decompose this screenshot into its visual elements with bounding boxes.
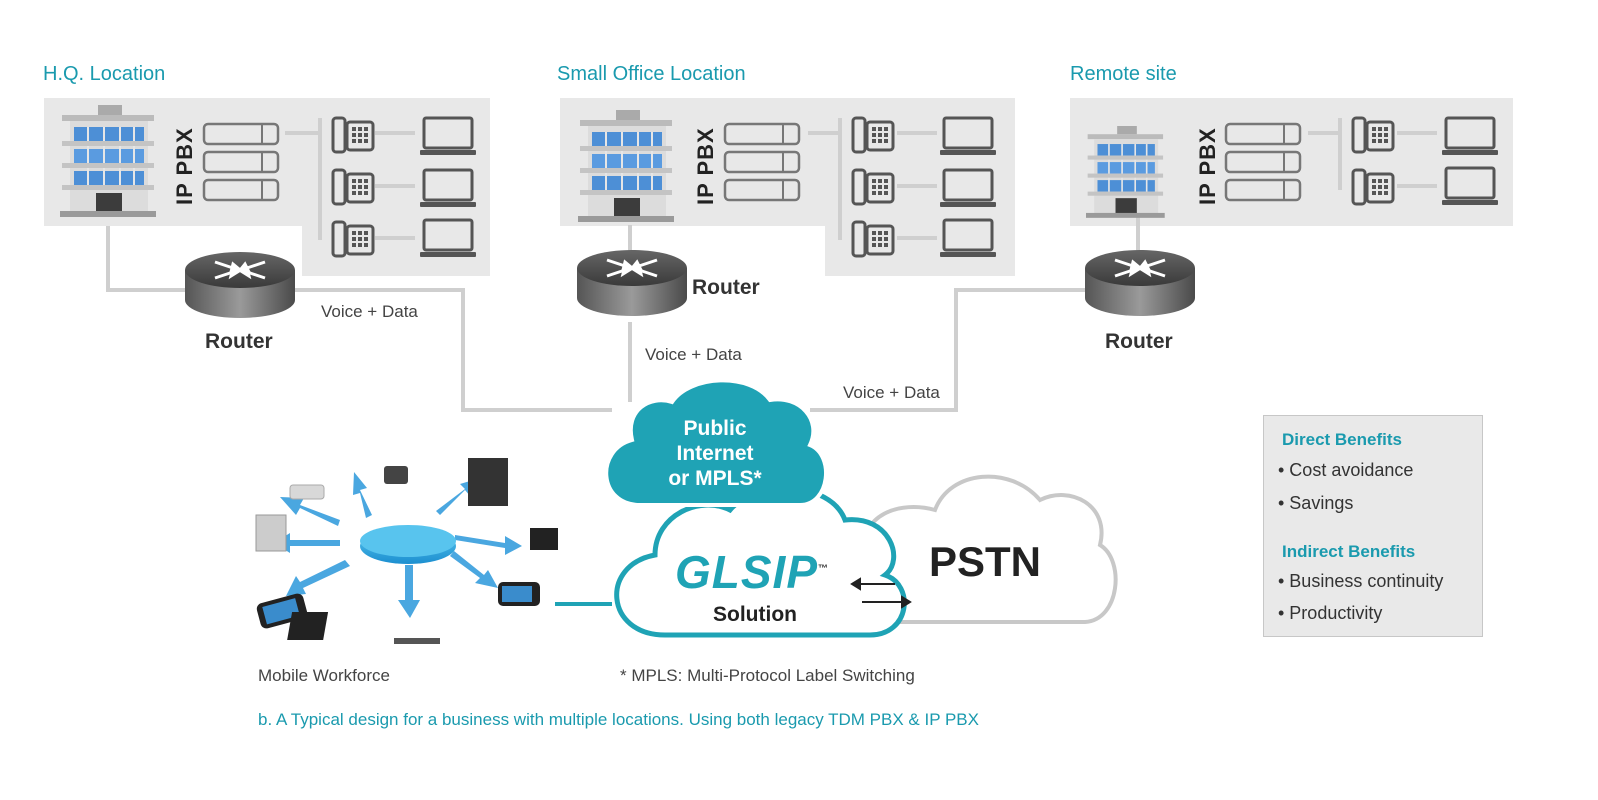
hq-router-label: Router: [205, 330, 273, 353]
figure-caption: b. A Typical design for a business with …: [258, 710, 979, 729]
remote-router-icon: [1083, 248, 1197, 318]
benefit-item: • Productivity: [1278, 603, 1383, 623]
benefit-item: • Business continuity: [1278, 571, 1444, 591]
benefit-item: • Cost avoidance: [1278, 460, 1414, 480]
pstn-label: PSTN: [928, 538, 1041, 585]
camera-icon: [384, 466, 408, 484]
hq-panel: [44, 98, 490, 276]
small-office-location-title: Small Office Location: [557, 63, 746, 85]
remote-building-icon: [1085, 125, 1166, 219]
internet-cloud: [604, 378, 828, 507]
mpls-note: * MPLS: Multi-Protocol Label Switching: [620, 666, 915, 685]
laptop-icon: [287, 612, 329, 640]
hq-pbx-label: IP PBX: [172, 127, 197, 205]
small-office-building-icon: [577, 109, 675, 223]
hq-location-title: H.Q. Location: [43, 63, 166, 85]
exchange-arrows-icon: [850, 577, 912, 609]
hq-building-icon: [59, 104, 157, 218]
remote-site-title: Remote site: [1070, 63, 1177, 85]
small-office-link-label: Voice + Data: [645, 345, 742, 364]
small-office-router-icon: [575, 248, 689, 318]
desktop-tower-icon: [255, 514, 287, 552]
hq-router-icon: [183, 250, 297, 320]
small-office-router-label: Router: [692, 276, 760, 299]
glsip-solution-label: Solution: [713, 603, 797, 626]
server-icon: [468, 458, 508, 506]
hq-link-label: Voice + Data: [321, 302, 418, 321]
benefits-box: Direct Benefits • Cost avoidance • Savin…: [1263, 415, 1483, 637]
monitor-icon: [530, 528, 558, 550]
indirect-benefits-title: Indirect Benefits: [1282, 542, 1416, 561]
mobile-workforce-label: Mobile Workforce: [258, 666, 390, 685]
glsip-logo: GLSIP™: [674, 546, 830, 598]
benefit-item: • Savings: [1278, 493, 1354, 513]
remote-link-label: Voice + Data: [843, 383, 940, 402]
remote-pbx-label: IP PBX: [1195, 127, 1220, 205]
mobile-workforce-network: [255, 458, 558, 644]
small-office-pbx-label: IP PBX: [693, 127, 718, 205]
printer-icon: [289, 484, 325, 500]
internet-cloud-label: Public Internet or MPLS*: [668, 417, 762, 490]
connection-lines: [106, 118, 1437, 606]
small-office-panel: [560, 98, 1015, 276]
remote-router-label: Router: [1105, 330, 1173, 353]
direct-benefits-title: Direct Benefits: [1282, 430, 1402, 449]
